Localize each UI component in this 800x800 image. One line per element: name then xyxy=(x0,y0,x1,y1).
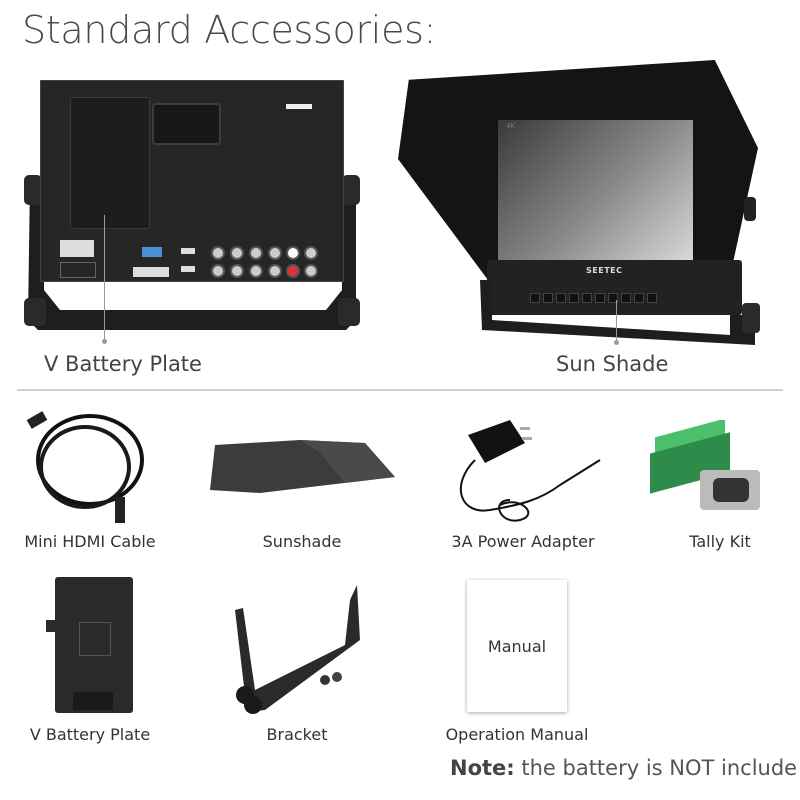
battery-plate-icon xyxy=(55,577,133,713)
manual-cover-text: Manual xyxy=(487,636,547,656)
callout-v-battery-plate: V Battery Plate xyxy=(44,352,202,376)
tally-kit-icon xyxy=(650,420,760,510)
bnc-connector xyxy=(230,264,244,278)
bnc-connector xyxy=(230,246,244,260)
accessory-label: V Battery Plate xyxy=(29,725,151,744)
section-divider xyxy=(17,389,783,391)
dc-input-port xyxy=(60,262,96,278)
callout-line xyxy=(616,300,617,342)
side-knob xyxy=(744,197,756,221)
power-adapter-icon xyxy=(459,420,601,522)
hdmi-port xyxy=(181,248,195,254)
accessory-label: Sunshade xyxy=(262,532,342,551)
bnc-connector xyxy=(249,264,263,278)
rca-audio-connector xyxy=(286,246,300,260)
rca-audio-connector xyxy=(286,264,300,278)
callout-sun-shade: Sun Shade xyxy=(556,352,669,376)
monitor-bezel xyxy=(487,260,742,315)
carry-handle xyxy=(152,103,221,145)
manual-icon: Manual xyxy=(467,580,567,712)
battery-note: Note: the battery is NOT include xyxy=(450,756,797,780)
rear-stand-icon xyxy=(24,175,360,330)
hdmi-port xyxy=(181,266,195,272)
battery-plate-latch xyxy=(46,620,55,632)
screen-badge: 4K xyxy=(506,122,516,130)
accessory-label: 3A Power Adapter xyxy=(451,532,595,551)
callout-line xyxy=(104,215,105,341)
bnc-connector xyxy=(268,264,282,278)
bnc-connector xyxy=(304,264,318,278)
accessory-label: Mini HDMI Cable xyxy=(24,532,156,551)
bracket-icon xyxy=(235,585,360,714)
dvi-port xyxy=(133,267,169,277)
accessory-label: Bracket xyxy=(266,725,328,744)
accessory-label: Operation Manual xyxy=(445,725,589,744)
sunshade-icon xyxy=(210,440,395,493)
front-stand-icon xyxy=(480,280,760,345)
monitor-screen xyxy=(498,120,693,260)
page-title: Standard Accessories: xyxy=(22,8,437,52)
note-text: the battery is NOT include xyxy=(514,756,798,780)
accessory-label: Tally Kit xyxy=(689,532,751,551)
bnc-connector xyxy=(268,246,282,260)
control-buttons xyxy=(530,288,660,307)
brand-logo: SEETEC xyxy=(586,266,623,275)
bnc-connector xyxy=(249,246,263,260)
bnc-connector xyxy=(304,246,318,260)
v-battery-plate-mount xyxy=(70,97,150,229)
callout-dot xyxy=(102,339,107,344)
bnc-connector xyxy=(211,246,225,260)
note-prefix: Note: xyxy=(450,756,515,780)
callout-dot xyxy=(614,340,619,345)
power-terminal xyxy=(60,240,94,257)
bnc-connector xyxy=(211,264,225,278)
label-tag xyxy=(286,104,312,109)
tally-port xyxy=(142,247,162,257)
hdmi-cable-icon xyxy=(26,411,144,523)
